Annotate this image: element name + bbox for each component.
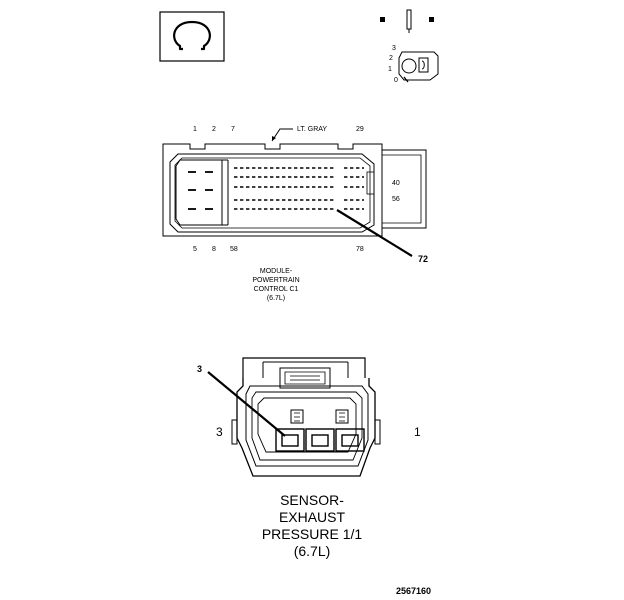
sensor-pin-label-right: 1 (414, 425, 421, 439)
terminal-legend: 3 2 1 0 (380, 9, 439, 84)
pcm-pin-label: 40 (392, 180, 400, 187)
pcm-caption-line: MODULE- (260, 268, 293, 275)
pcm-pin-label: 78 (356, 246, 364, 253)
pcm-callout-label: 72 (418, 254, 428, 264)
sensor-connector: 3 3 1 SENSOR- EXHAUST PRESSURE 1/1 (6.7L… (197, 357, 421, 559)
pcm-caption-line: POWERTRAIN (252, 277, 299, 284)
terminal-label-0: 0 (394, 77, 398, 84)
pcm-pin-label: 1 (193, 126, 197, 133)
pcm-pin-label: 7 (231, 126, 235, 133)
terminal-label-1: 1 (388, 66, 392, 73)
pcm-pin-label: 29 (356, 126, 364, 133)
sensor-caption-line: PRESSURE 1/1 (262, 526, 363, 542)
pcm-pin-label: 5 (193, 246, 197, 253)
pcm-caption-line: CONTROL C1 (254, 286, 299, 293)
sensor-callout-label: 3 (197, 364, 202, 374)
figure-id: 2567160 (396, 586, 431, 596)
terminal-label-3: 3 (392, 45, 396, 52)
omega-symbol-box (159, 11, 225, 62)
sensor-caption-line: EXHAUST (279, 509, 346, 525)
pcm-connector: 1 2 7 29 LT. GRAY (162, 126, 428, 302)
pcm-color-label: LT. GRAY (297, 126, 327, 133)
pcm-pin-label: 56 (392, 196, 400, 203)
pcm-caption-line: (6.7L) (267, 295, 285, 302)
pcm-pin-label: 58 (230, 246, 238, 253)
terminal-label-2: 2 (389, 55, 393, 62)
pcm-pin-label: 8 (212, 246, 216, 253)
sensor-pin-label-left: 3 (216, 425, 223, 439)
pcm-pin-label: 2 (212, 126, 216, 133)
sensor-caption-line: (6.7L) (294, 543, 331, 559)
sensor-caption-line: SENSOR- (280, 492, 344, 508)
